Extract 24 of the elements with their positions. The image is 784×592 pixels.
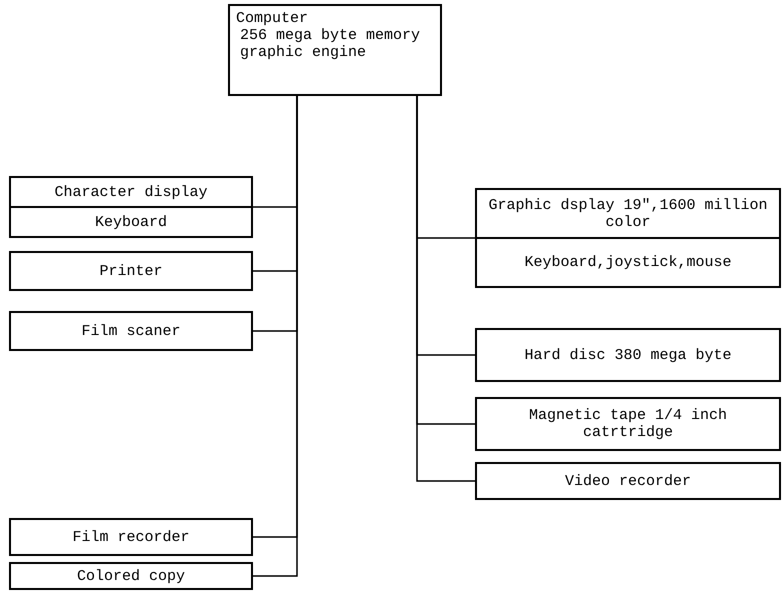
device-label: Character display [54, 184, 208, 200]
device-label: Computer [236, 10, 308, 27]
device-label: Video recorder [564, 472, 692, 490]
device-box [9, 562, 253, 590]
device-label: Printer [99, 262, 162, 280]
device-box [475, 188, 781, 288]
device-label: Keyboard,joystick,mouse [524, 254, 732, 271]
device-box [475, 462, 781, 500]
device-box [9, 176, 253, 238]
device-label: Keyboard [94, 214, 167, 230]
device-label: Film recorder [72, 528, 190, 546]
device-box [475, 397, 781, 451]
device-box [475, 328, 781, 382]
device-label: 256 mega byte memory [240, 27, 420, 44]
device-label: Magnetic tape 1/4 inch catrtridge [528, 407, 728, 441]
device-label: Graphic dsplay 19",1600 million color [487, 196, 769, 230]
device-label: Hard disc 380 mega byte [524, 346, 732, 364]
device-box [9, 518, 253, 556]
device-box [9, 251, 253, 291]
device-label: Film scaner [81, 322, 181, 340]
device-label: Colored copy [76, 568, 186, 584]
device-box [9, 311, 253, 351]
device-box [228, 4, 442, 96]
device-label: graphic engine [240, 44, 366, 61]
